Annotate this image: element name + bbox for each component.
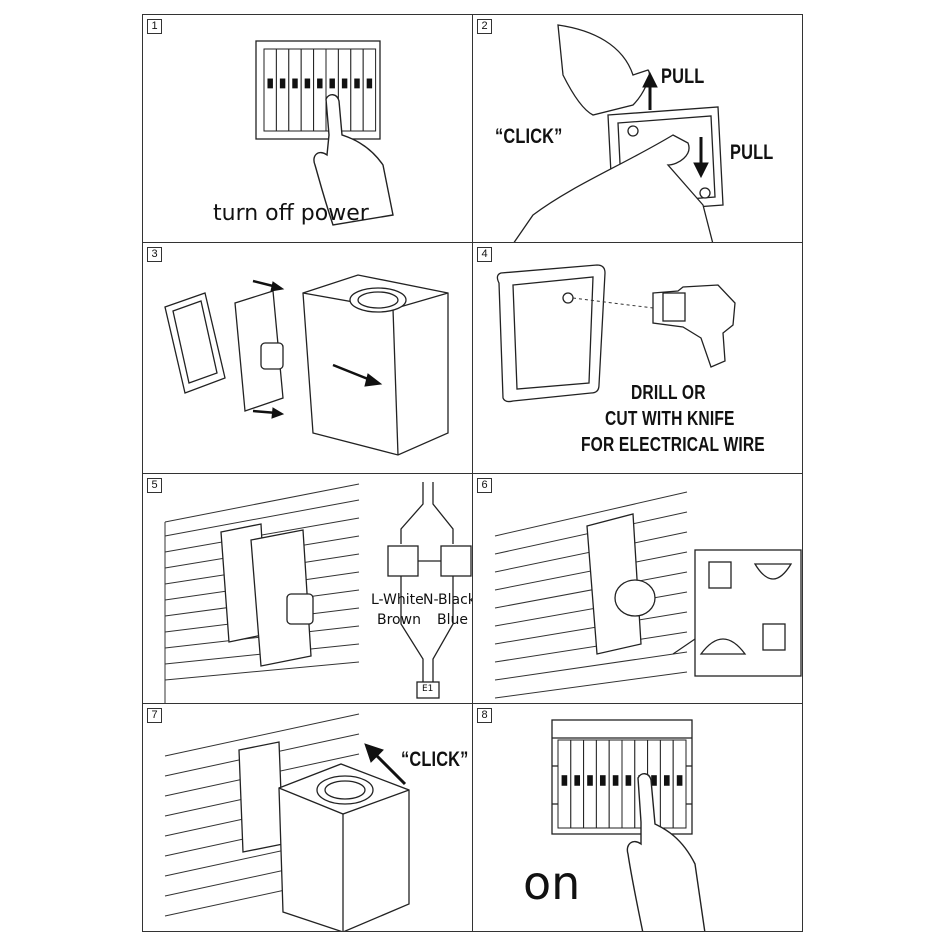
bulb-icon-2 bbox=[753, 563, 793, 580]
insert-bulb-illustration bbox=[494, 491, 802, 699]
breaker-switch bbox=[267, 78, 273, 89]
breaker-switch bbox=[366, 78, 373, 89]
hand-icon bbox=[313, 94, 394, 226]
breaker-switch bbox=[625, 775, 632, 786]
attach-housing-illustration bbox=[164, 713, 410, 931]
mount-and-wire-illustration bbox=[164, 482, 472, 703]
breaker-switch bbox=[561, 775, 568, 786]
step-4-line-2: CUT WITH KNIFE bbox=[605, 408, 735, 430]
wire-right-label-1: N-Black bbox=[423, 592, 473, 608]
breaker-panel-off-illustration bbox=[255, 40, 394, 226]
step-4-number: 4 bbox=[477, 247, 492, 262]
breaker-module bbox=[275, 48, 290, 132]
click-arrow-icon bbox=[373, 752, 407, 786]
breaker-switch bbox=[587, 775, 593, 786]
plug-label: E1 bbox=[422, 684, 434, 694]
breaker-module bbox=[300, 48, 315, 132]
breaker-panel-on-illustration bbox=[551, 719, 706, 931]
step-4-line-3: FOR ELECTRICAL WIRE bbox=[581, 434, 765, 456]
breaker-switch bbox=[304, 78, 311, 89]
step-4-line-1: DRILL OR bbox=[631, 382, 706, 404]
step-2-pull-bottom-label: PULL bbox=[730, 141, 774, 164]
step-5-number: 5 bbox=[147, 478, 162, 493]
wire-left-label-2: Brown bbox=[377, 612, 421, 628]
step-2-number: 2 bbox=[477, 19, 492, 34]
step-8-number: 8 bbox=[477, 708, 492, 723]
breaker-switch bbox=[317, 78, 323, 89]
step-7-number: 7 bbox=[147, 708, 162, 723]
breaker-switch bbox=[329, 78, 335, 89]
hand-bottom-icon bbox=[513, 134, 714, 242]
wire-right-label-2: Blue bbox=[437, 612, 468, 628]
step-4-panel: 4 DRILL OR CUT WITH KNIFE FOR ELECTRICAL… bbox=[472, 242, 803, 474]
breaker-switch bbox=[354, 78, 360, 89]
breaker-switch bbox=[292, 78, 298, 89]
step-2-click-label: “CLICK” bbox=[495, 125, 563, 148]
breaker-switch bbox=[651, 775, 657, 786]
remove-cover-illustration bbox=[513, 24, 724, 242]
breaker-switch bbox=[279, 78, 286, 89]
step-3-panel: 3 bbox=[142, 242, 473, 474]
breaker-switch bbox=[663, 775, 670, 786]
step-7-panel: 7 bbox=[142, 703, 473, 932]
step-2-pull-top-label: PULL bbox=[661, 65, 705, 88]
breaker-switch bbox=[574, 775, 581, 786]
step-1-caption: turn off power bbox=[213, 201, 369, 226]
step-8-panel: 8 on bbox=[472, 703, 803, 932]
step-6-panel: 6 bbox=[472, 473, 803, 704]
step-1-panel: 1 turn off power bbox=[142, 14, 473, 243]
step-8-caption: on bbox=[523, 856, 581, 910]
wire-left-label-1: L-White bbox=[371, 592, 424, 608]
breaker-switch bbox=[599, 775, 606, 786]
drill-hole-illustration bbox=[496, 264, 736, 403]
step-1-number: 1 bbox=[147, 19, 162, 34]
step-7-click-label: “CLICK” bbox=[401, 748, 469, 771]
breaker-module bbox=[263, 48, 277, 132]
step-2-panel: 2 PULL PULL “CLICK” bbox=[472, 14, 803, 243]
bulb-icon bbox=[699, 638, 747, 655]
breaker-switch bbox=[676, 775, 683, 786]
step-5-panel: 5 bbox=[142, 473, 473, 704]
hand-icon bbox=[626, 773, 706, 931]
step-6-number: 6 bbox=[477, 478, 492, 493]
breaker-switch bbox=[341, 78, 348, 89]
breaker-module bbox=[288, 48, 302, 132]
breaker-switch bbox=[612, 775, 619, 786]
breaker-module bbox=[350, 48, 364, 132]
breaker-module bbox=[313, 48, 327, 132]
hand-top-icon bbox=[557, 24, 650, 116]
step-3-number: 3 bbox=[147, 247, 162, 262]
breaker-module bbox=[362, 48, 377, 132]
disassemble-fixture-illustration bbox=[164, 274, 449, 456]
